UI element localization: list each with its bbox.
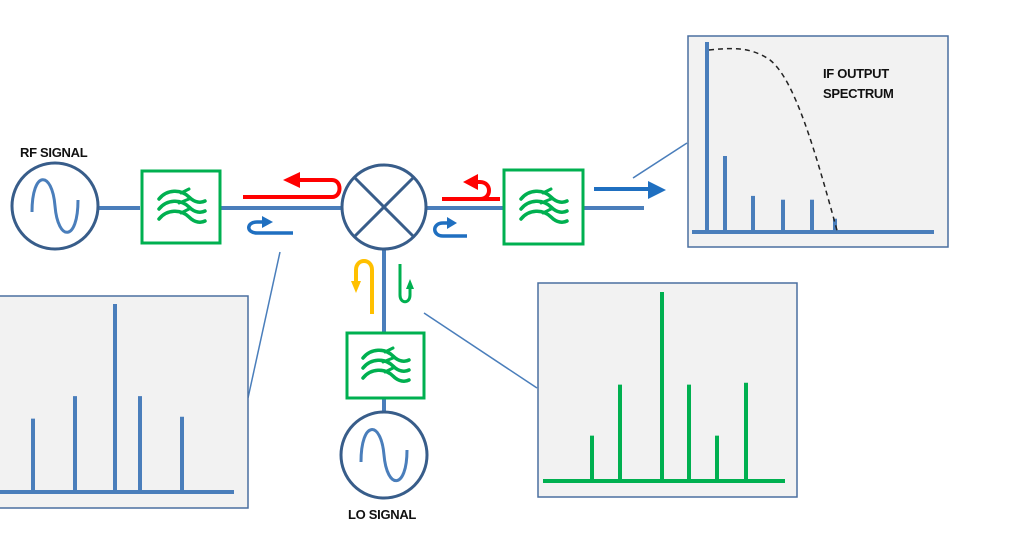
red-return-arrow-right-hook [475, 180, 491, 201]
arrow-head-icon [351, 281, 361, 293]
sine-wave-icon [359, 428, 409, 483]
rf-bandpass-filter [140, 169, 222, 245]
lo-bandpass-filter [345, 331, 426, 400]
lo-signal-label: LO SIGNAL [348, 507, 416, 522]
lo-filter-box [345, 331, 426, 400]
callout-lo [423, 312, 538, 389]
rf-spectrum-chart [0, 304, 234, 494]
callout-lines [247, 142, 688, 399]
if-output-label-line1: IF OUTPUT [823, 66, 889, 81]
lo-panel-bg [537, 282, 798, 498]
blue-return-arrow-right [433, 221, 467, 238]
rf-filter-box [140, 169, 222, 245]
rf-signal-label: RF SIGNAL [20, 145, 88, 160]
callout-if [632, 142, 688, 179]
arrow-head-icon [262, 216, 273, 228]
blue-return-arrow-left [247, 220, 293, 235]
lo-spectrum-chart [543, 292, 785, 483]
signal-wires [98, 206, 644, 412]
yellow-lo-arrow [354, 259, 374, 314]
if-filter-box [502, 168, 585, 246]
green-lo-arrow [398, 264, 412, 304]
if-spectrum-chart [692, 42, 934, 234]
mixer-cross-icon-2 [352, 175, 416, 239]
if-output-label-line2: SPECTRUM [823, 86, 894, 101]
arrow-head-icon [648, 181, 666, 199]
signal-flow-arrows [243, 172, 666, 314]
filter-response-curve [708, 47, 839, 235]
arrow-head-icon [447, 217, 457, 229]
rf-signal-source: RF SIGNAL [10, 145, 100, 251]
rf-spectrum-panel [0, 295, 249, 509]
if-spectrum-panel: IF OUTPUT SPECTRUM [687, 35, 949, 248]
red-return-arrow-left [243, 178, 342, 199]
sine-wave-icon [30, 178, 80, 234]
if-panel-bg [687, 35, 949, 248]
mixer [340, 163, 428, 251]
lo-spectrum-panel [537, 282, 798, 498]
lo-signal-source: LO SIGNAL [339, 410, 429, 522]
callout-left [247, 251, 281, 399]
arrow-head-icon [463, 174, 478, 190]
rf-panel-bg [0, 295, 249, 509]
arrow-head-icon [406, 279, 414, 289]
arrow-head-icon [283, 172, 300, 188]
if-bandpass-filter [502, 168, 585, 246]
